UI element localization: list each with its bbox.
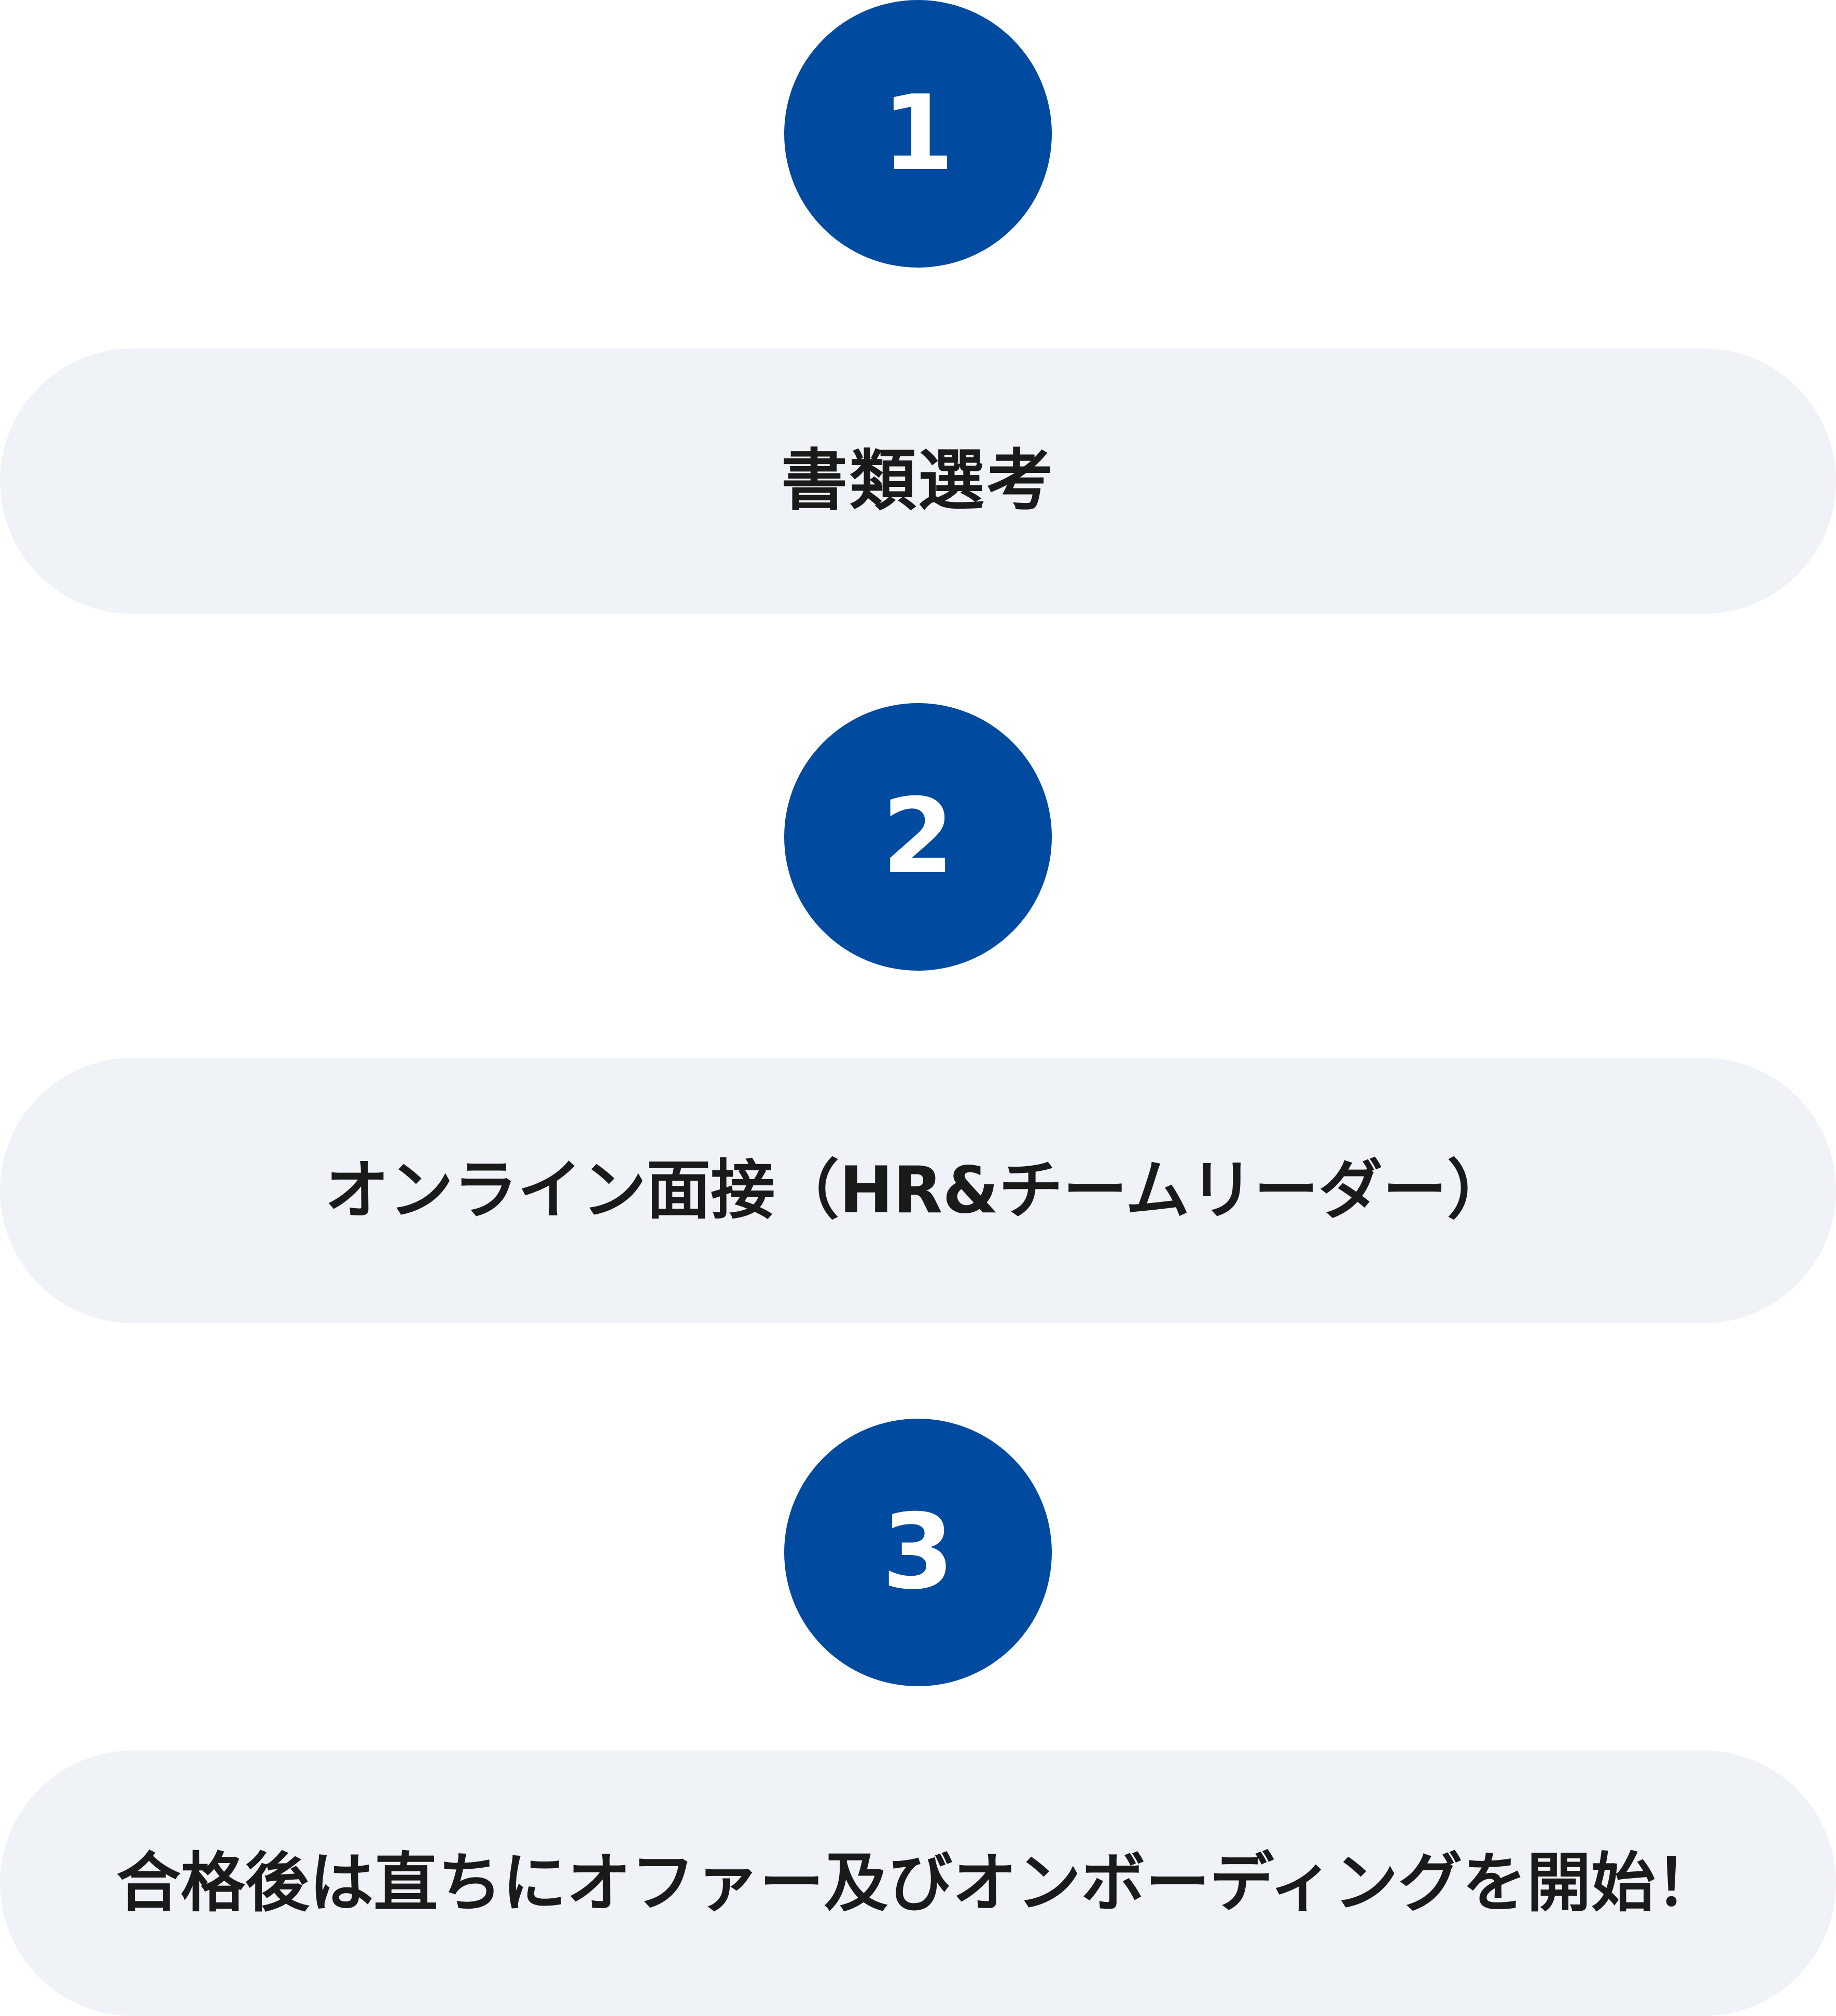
step-2-label: オンライン面接（HR&チームリーダー） bbox=[0, 1058, 1836, 1323]
step-2-number-badge: 2 bbox=[784, 703, 1052, 971]
step-3-label: 合格後は直ちにオファー及びオンボーディングを開始！ bbox=[0, 1751, 1836, 2016]
step-1-number-badge: 1 bbox=[784, 0, 1052, 268]
step-3-number-badge: 3 bbox=[784, 1419, 1052, 1686]
step-1-label: 書類選考 bbox=[0, 348, 1836, 614]
